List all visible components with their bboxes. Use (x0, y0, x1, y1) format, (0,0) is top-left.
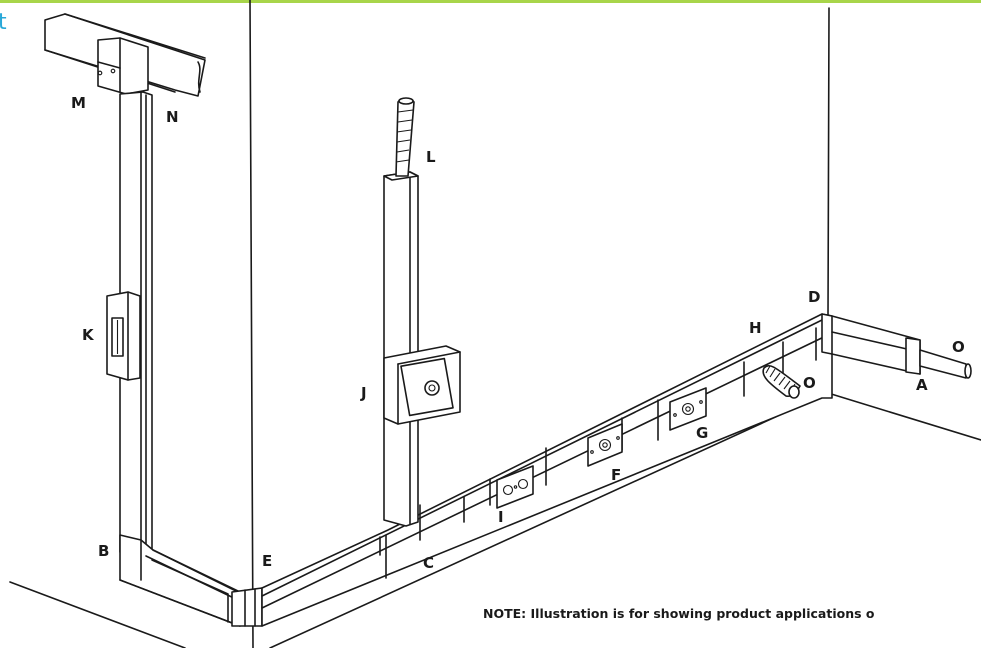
callout-g: G (696, 424, 708, 442)
callout-j: J (360, 384, 367, 402)
corner-fitting-e (231, 587, 263, 627)
room-walls (9, 0, 981, 648)
right-wall-raceway (821, 313, 972, 379)
callout-e: E (262, 552, 272, 570)
receptacle-plate-g (669, 387, 707, 431)
ceiling-duct (44, 13, 206, 97)
vertical-raceway-j (383, 171, 419, 527)
callout-d: D (808, 288, 820, 306)
device-box-k (106, 291, 141, 381)
receptacle-plate-f (587, 423, 623, 467)
callout-o-mid: O (803, 374, 816, 392)
callout-m: M (71, 94, 86, 112)
callout-l: L (426, 148, 436, 166)
callout-i: I (498, 508, 504, 526)
flexible-conduit-l (395, 97, 415, 177)
baseboard-raceway (261, 313, 833, 627)
disclaimer-note: NOTE: Illustration is for showing produc… (483, 606, 875, 621)
callout-a: A (916, 376, 928, 394)
callouts: M N L K J D H O A O G F I B E C (71, 94, 965, 572)
callout-b: B (98, 542, 109, 560)
top-accent-rule (0, 0, 981, 3)
device-box-j (383, 345, 461, 425)
flexible-conduit-mid (762, 364, 801, 399)
callout-c: C (423, 554, 434, 572)
receptacle-plate-i (496, 465, 534, 509)
corner-fitting-b (119, 534, 241, 627)
callout-f: F (611, 466, 621, 484)
callout-k: K (82, 326, 95, 344)
corner-glyph: t (0, 10, 7, 35)
callout-h: H (749, 319, 762, 337)
callout-o-top: O (952, 338, 965, 356)
callout-n: N (166, 108, 179, 126)
